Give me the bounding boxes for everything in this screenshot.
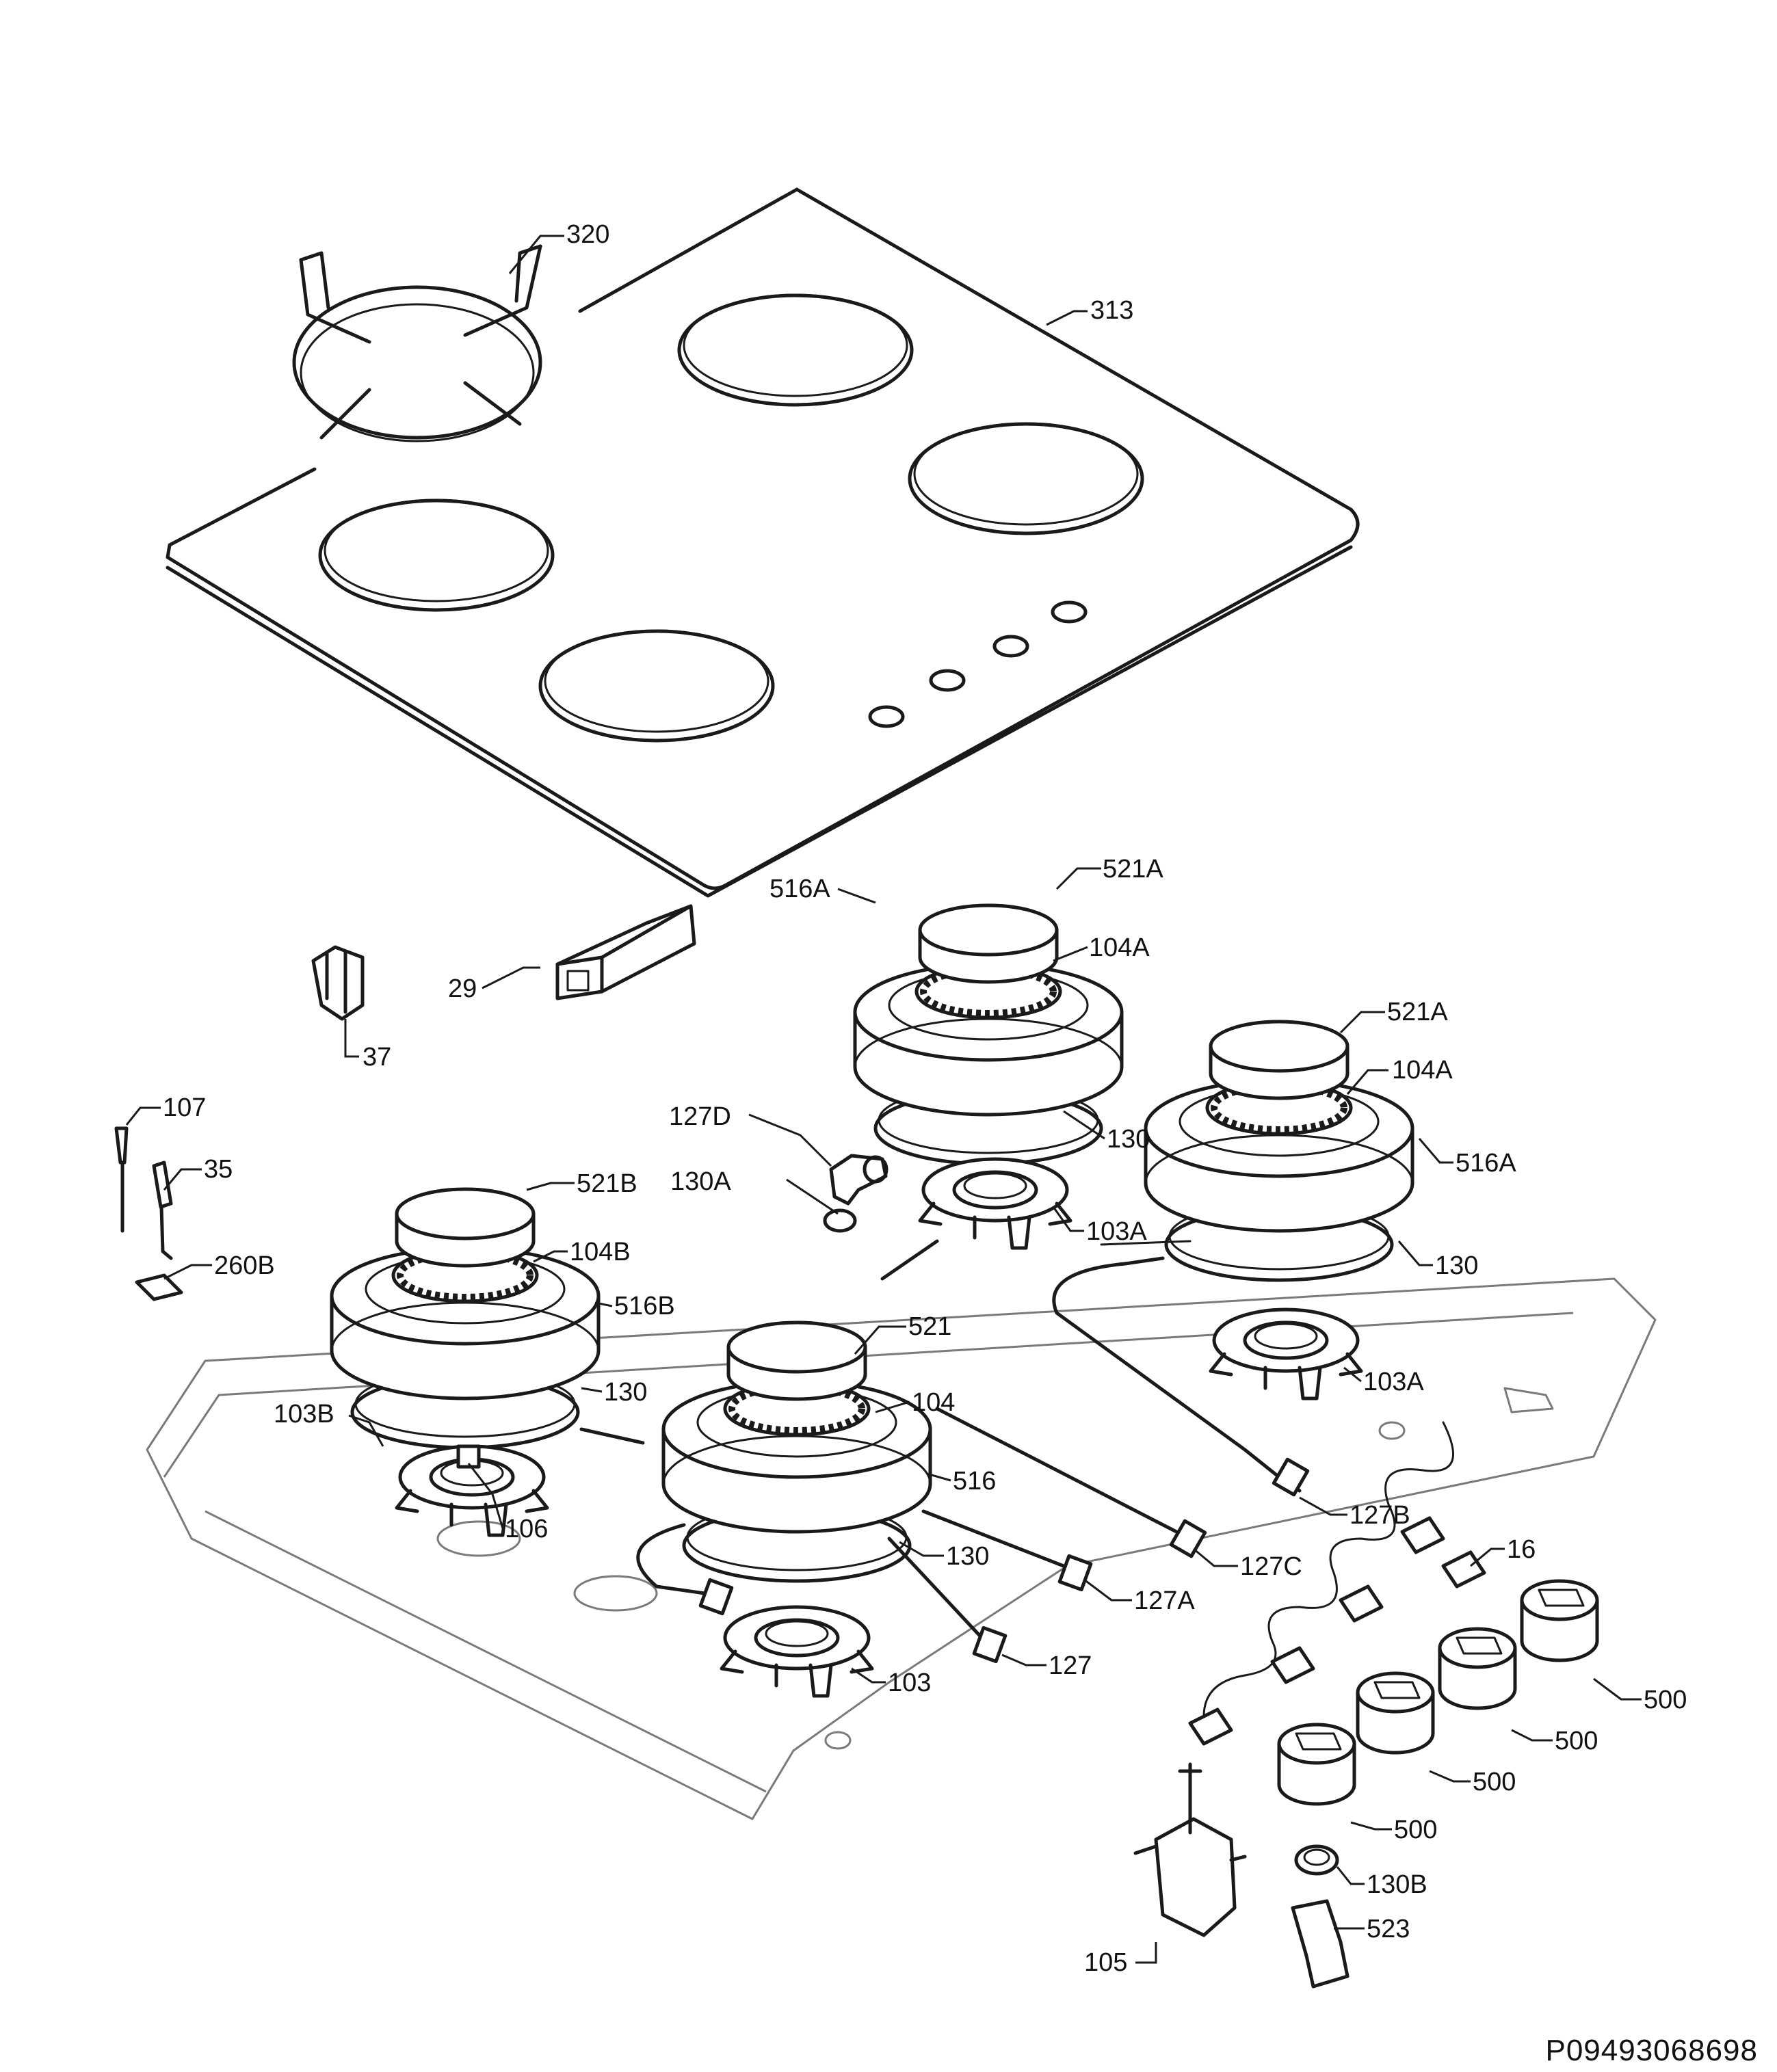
callout-104a: 104A xyxy=(1089,933,1150,962)
callout-521: 521 xyxy=(908,1312,951,1341)
ignition-harness xyxy=(1188,1421,1486,1746)
leader-lines xyxy=(125,235,1642,1964)
callout-500-4: 500 xyxy=(1394,1816,1437,1844)
burner-base-103a-1 xyxy=(920,1159,1070,1248)
callout-103a-2: 103A xyxy=(1363,1368,1424,1396)
ignition-electrode xyxy=(152,1160,173,1260)
callout-107: 107 xyxy=(163,1093,206,1122)
callout-37: 37 xyxy=(363,1043,391,1072)
thermocouple-probe xyxy=(114,1126,129,1233)
burner-front-right xyxy=(663,1323,930,1581)
callout-127: 127 xyxy=(1049,1651,1092,1680)
callout-127c: 127C xyxy=(1240,1552,1302,1581)
callout-260b: 260B xyxy=(214,1251,275,1280)
callout-516b: 516B xyxy=(614,1292,675,1320)
callout-106: 106 xyxy=(505,1515,548,1543)
control-knob-2 xyxy=(1440,1629,1515,1708)
callout-500-1: 500 xyxy=(1644,1686,1687,1714)
callout-103: 103 xyxy=(888,1669,931,1697)
callout-521a-2: 521A xyxy=(1387,998,1448,1026)
callout-313: 313 xyxy=(1090,296,1133,325)
callout-516: 516 xyxy=(953,1467,996,1496)
callout-103a: 103A xyxy=(1086,1217,1147,1246)
pan-support xyxy=(292,244,542,442)
callout-104: 104 xyxy=(912,1388,955,1417)
callout-104b: 104B xyxy=(570,1238,631,1266)
burner-base-103a-2 xyxy=(1211,1310,1361,1398)
callout-130b: 130B xyxy=(1367,1870,1427,1899)
callout-130-4: 130 xyxy=(946,1542,989,1571)
callout-521a: 521A xyxy=(1103,855,1163,884)
callout-516a-2: 516A xyxy=(1456,1149,1516,1178)
knob-spring xyxy=(1291,1899,1350,1989)
seal-ring-130b xyxy=(1294,1844,1339,1876)
cooktop-panel xyxy=(166,187,1360,898)
callout-130-2: 130 xyxy=(1435,1251,1478,1280)
document-code: P09493068698 xyxy=(1545,2034,1758,2067)
callout-500-3: 500 xyxy=(1473,1768,1516,1796)
control-knob-1 xyxy=(1522,1581,1597,1660)
control-knob-3 xyxy=(1358,1673,1433,1753)
callout-105: 105 xyxy=(1084,1948,1127,1977)
callout-516a: 516A xyxy=(769,875,830,903)
injector xyxy=(456,1444,481,1469)
callout-130-3: 130 xyxy=(604,1378,647,1407)
callout-320: 320 xyxy=(566,220,609,249)
control-knob-4 xyxy=(1279,1725,1354,1804)
callout-labels: 320 313 521A 516A 104A 29 37 521A 104A 1… xyxy=(163,220,1687,1977)
callout-103b: 103B xyxy=(274,1400,334,1429)
callout-127a: 127A xyxy=(1134,1586,1195,1615)
callout-523: 523 xyxy=(1367,1915,1410,1943)
elbow-connector xyxy=(829,1154,888,1206)
callout-35: 35 xyxy=(204,1155,233,1184)
callout-127b: 127B xyxy=(1350,1501,1410,1530)
burner-rear-left xyxy=(855,905,1122,1164)
burner-front-left xyxy=(332,1189,598,1448)
callout-130a: 130A xyxy=(670,1167,731,1196)
gas-pipes xyxy=(579,1239,1310,1664)
seal-ring-130a xyxy=(823,1208,857,1233)
callout-130: 130 xyxy=(1107,1125,1150,1154)
callout-521b: 521B xyxy=(577,1169,637,1198)
callout-500-2: 500 xyxy=(1555,1727,1598,1755)
callout-127d: 127D xyxy=(669,1102,731,1131)
callout-16: 16 xyxy=(1507,1535,1536,1564)
callout-104a-2: 104A xyxy=(1392,1056,1453,1085)
gas-valve xyxy=(1133,1762,1247,1937)
burner-base-103 xyxy=(722,1607,872,1696)
callout-29: 29 xyxy=(448,974,477,1003)
electrode-clip xyxy=(135,1273,183,1301)
ignition-generator xyxy=(555,904,696,1000)
terminal-block xyxy=(311,945,365,1021)
